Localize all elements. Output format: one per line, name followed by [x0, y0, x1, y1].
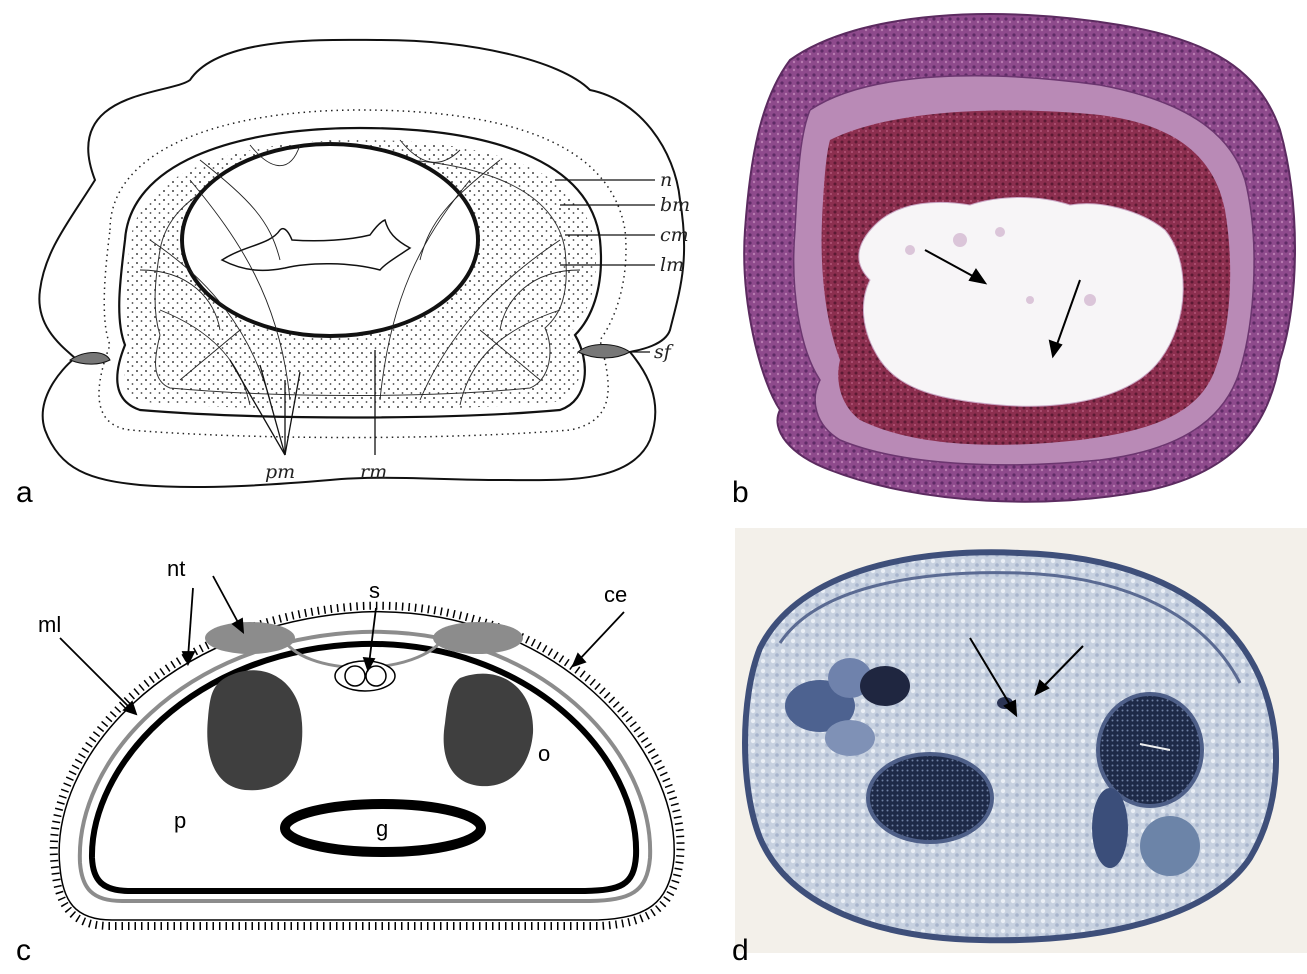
label-s: s [369, 578, 380, 603]
d-cell-c [825, 720, 875, 756]
panel-b-letter: b [732, 478, 749, 508]
label-pm: pm [265, 461, 295, 483]
label-nt: nt [167, 556, 185, 581]
panel-c: ml nt s ce o p g c [0, 528, 700, 974]
label-lm: lm [660, 254, 684, 276]
label-sf: sf [654, 341, 674, 363]
label-ml: ml [38, 612, 61, 637]
panel-d-letter: d [732, 936, 749, 966]
label-n: n [660, 169, 672, 191]
panel-c-letter: c [16, 936, 31, 966]
sole-fold-right [578, 345, 630, 359]
panel-d: d [700, 528, 1307, 974]
panel-a: n bm cm lm sf pm rm a [0, 0, 700, 520]
panel-d-micrograph [700, 528, 1307, 974]
label-p: p [174, 808, 186, 833]
label-rm: rm [360, 461, 387, 483]
panel-c-schematic: ml nt s ce o p g [0, 528, 700, 974]
panel-a-letter: a [16, 478, 33, 508]
d-cell-d [1140, 816, 1200, 876]
ovary-right [444, 674, 533, 786]
d-cell-b [860, 666, 910, 706]
nerve-trunk-right [433, 622, 523, 654]
label-g: g [376, 816, 388, 841]
he-lumen [859, 198, 1183, 407]
label-o: o [538, 741, 550, 766]
ovary-left [207, 670, 302, 790]
panel-b-micrograph [700, 0, 1307, 525]
sole-fold-left [70, 353, 110, 365]
statolith-left [345, 666, 365, 686]
panel-a-drawing: n bm cm lm sf pm rm [0, 0, 700, 520]
d-ovary-left [868, 754, 992, 842]
panel-b: b [700, 0, 1307, 525]
label-cm: cm [660, 224, 689, 246]
ciliated-epidermis [54, 606, 681, 926]
label-ce: ce [604, 582, 627, 607]
d-cell-e [1092, 788, 1128, 868]
label-bm: bm [660, 194, 690, 216]
